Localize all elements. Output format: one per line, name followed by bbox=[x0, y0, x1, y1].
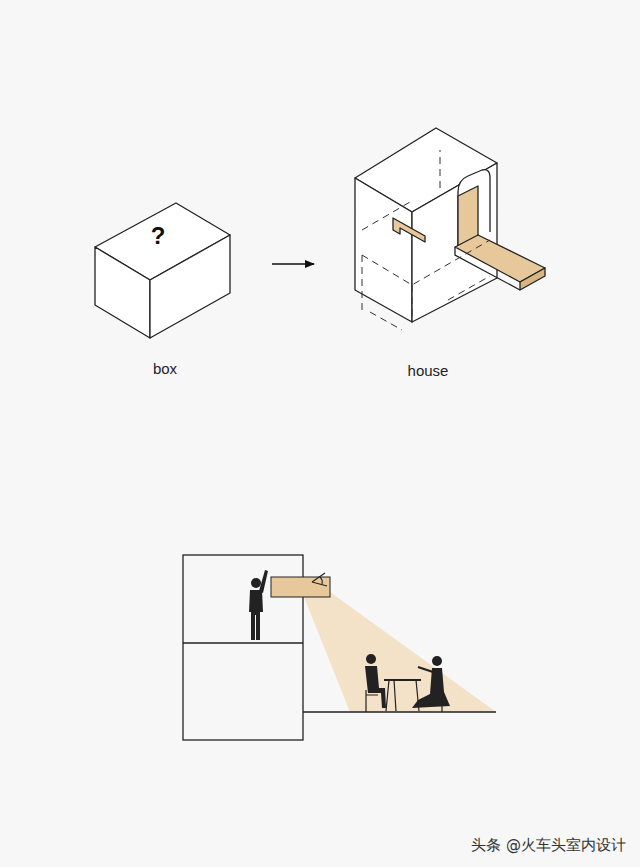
node-caption: house bbox=[408, 362, 449, 379]
isometric-shape bbox=[350, 122, 550, 388]
face bbox=[520, 268, 545, 290]
hidden-line bbox=[362, 240, 490, 285]
face bbox=[393, 218, 425, 242]
hidden-line bbox=[440, 150, 441, 188]
outline bbox=[458, 170, 490, 248]
watermark: 头条 @火车头室内设计 bbox=[471, 836, 626, 855]
window-box bbox=[271, 577, 330, 597]
light-cone bbox=[304, 592, 496, 712]
eye-symbol bbox=[312, 573, 327, 586]
hidden-line bbox=[362, 255, 363, 312]
hidden-line bbox=[412, 285, 413, 318]
outline bbox=[455, 247, 520, 290]
arrow-connector bbox=[272, 263, 314, 264]
hidden-line bbox=[370, 312, 402, 330]
question-mark: ? bbox=[151, 222, 166, 250]
standing-figure bbox=[249, 570, 268, 640]
floor-line bbox=[183, 642, 303, 643]
hidden-line bbox=[448, 276, 490, 300]
seated-figures bbox=[365, 654, 450, 712]
face bbox=[95, 247, 150, 338]
face bbox=[150, 235, 230, 338]
ground-line bbox=[303, 711, 496, 712]
house-drawing: house bbox=[350, 122, 550, 388]
node-caption: box bbox=[153, 360, 177, 377]
box-drawing: ? box bbox=[90, 196, 236, 388]
face bbox=[355, 178, 412, 322]
hidden-line bbox=[362, 202, 410, 230]
